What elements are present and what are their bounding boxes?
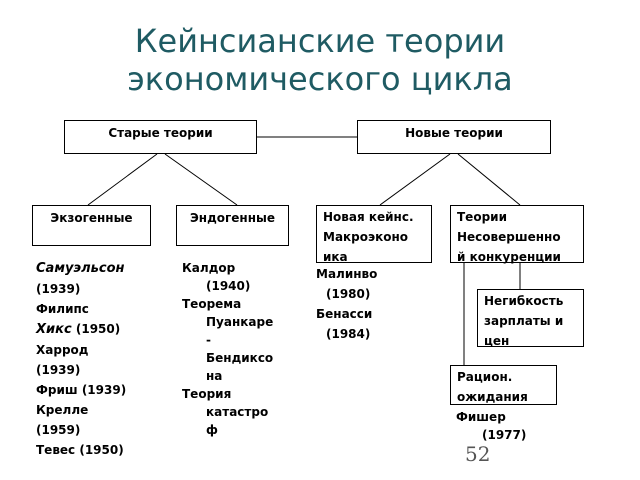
- endo-item-kaldor-year: (1940): [206, 279, 251, 293]
- exo-item-samuelson: Самуэльсон: [36, 261, 125, 276]
- connector-new-nk: [379, 153, 451, 206]
- wage-rigidity-box: Негибкость зарплаты и цен: [477, 289, 584, 348]
- connector-old-endo: [164, 153, 238, 206]
- new-theories-label: Новые теории: [405, 126, 503, 140]
- exo-item-hicks-line: Хикс (1950): [36, 319, 126, 340]
- rat-item-fischer: Фишер: [456, 410, 506, 424]
- exogenous-label: Экзогенные: [50, 211, 133, 225]
- endogenous-label: Эндогенные: [189, 211, 275, 225]
- exo-item-krelle: Крелле: [36, 403, 89, 417]
- new-keynesian-line-1: Новая кейнс.: [323, 210, 414, 224]
- new-keynesian-line-3: ика: [323, 250, 348, 264]
- nk-item-malinvaud-year: (1980): [326, 287, 371, 301]
- old-theories-box: Старые теории: [64, 120, 257, 154]
- endo-item-theorem: Теорема: [182, 297, 242, 311]
- exo-item-phillips: Филипс: [36, 302, 89, 316]
- new-theories-box: Новые теории: [357, 120, 551, 154]
- slide-title: Кейнсианские теории экономического цикла: [0, 22, 640, 98]
- endo-item-catastrophe-2: ф: [206, 423, 218, 437]
- exogenous-box: Экзогенные: [32, 205, 151, 246]
- title-line-1: Кейнсианские теории: [134, 22, 506, 60]
- exo-item-frisch: Фриш (1939): [36, 383, 127, 397]
- nk-item-malinvaud: Малинво: [316, 267, 378, 281]
- page-number: 52: [465, 442, 491, 466]
- exo-item-harrod-year: (1939): [36, 363, 81, 377]
- imperfect-competition-line-3: й конкуренции: [457, 250, 561, 264]
- rat-item-fischer-year: (1977): [482, 428, 527, 442]
- endogenous-box: Эндогенные: [176, 205, 289, 246]
- nk-item-benassy: Бенасси: [316, 307, 373, 321]
- connector-old-exo: [87, 153, 158, 206]
- endo-item-bendixson-2: на: [206, 369, 223, 383]
- new-keynesian-line-2: Макроэконо: [323, 230, 409, 244]
- rational-expectations-line-1: Рацион.: [457, 370, 513, 384]
- wage-rigidity-line-2: зарплаты и: [484, 314, 564, 328]
- endo-item-catastrophe-theory: Теория: [182, 387, 232, 401]
- endogenous-list: Калдор (1940) Теорема Пуанкаре - Бендикс…: [182, 259, 273, 439]
- exogenous-list: Самуэльсон (1939) Филипс Хикс (1950) Хар…: [36, 259, 126, 460]
- title-line-2: экономического цикла: [127, 60, 513, 98]
- exo-item-krelle-year: (1959): [36, 423, 81, 437]
- new-keynesian-box: Новая кейнс. Макроэконо ика: [316, 205, 432, 264]
- new-keynesian-list: Малинво (1980) Бенасси (1984): [316, 264, 377, 344]
- exo-item-harrod: Харрод: [36, 343, 89, 357]
- nk-item-benassy-year: (1984): [326, 327, 371, 341]
- endo-item-catastrophe-1: катастро: [206, 405, 269, 419]
- connector-new-imp: [457, 153, 521, 206]
- rational-expectations-box: Рацион. ожидания: [450, 365, 557, 405]
- exo-item-hicks: Хикс: [36, 322, 72, 337]
- imperfect-competition-box: Теории Несовершенно й конкуренции: [450, 205, 584, 264]
- old-theories-label: Старые теории: [108, 126, 213, 140]
- imperfect-competition-line-1: Теории: [457, 210, 507, 224]
- imperfect-competition-line-2: Несовершенно: [457, 230, 561, 244]
- exo-item-teves: Тевес (1950): [36, 443, 124, 457]
- rational-expectations-list: Фишер (1977): [456, 408, 526, 444]
- endo-item-dash: -: [206, 333, 211, 347]
- exo-item-hicks-year: (1950): [75, 322, 121, 336]
- wage-rigidity-line-1: Негибкость: [484, 294, 564, 308]
- endo-item-kaldor: Калдор: [182, 261, 236, 275]
- exo-item-samuelson-year: (1939): [36, 282, 81, 296]
- wage-rigidity-line-3: цен: [484, 334, 510, 348]
- rational-expectations-line-2: ожидания: [457, 390, 528, 404]
- endo-item-poincare: Пуанкаре: [206, 315, 274, 329]
- endo-item-bendixson-1: Бендиксо: [206, 351, 274, 365]
